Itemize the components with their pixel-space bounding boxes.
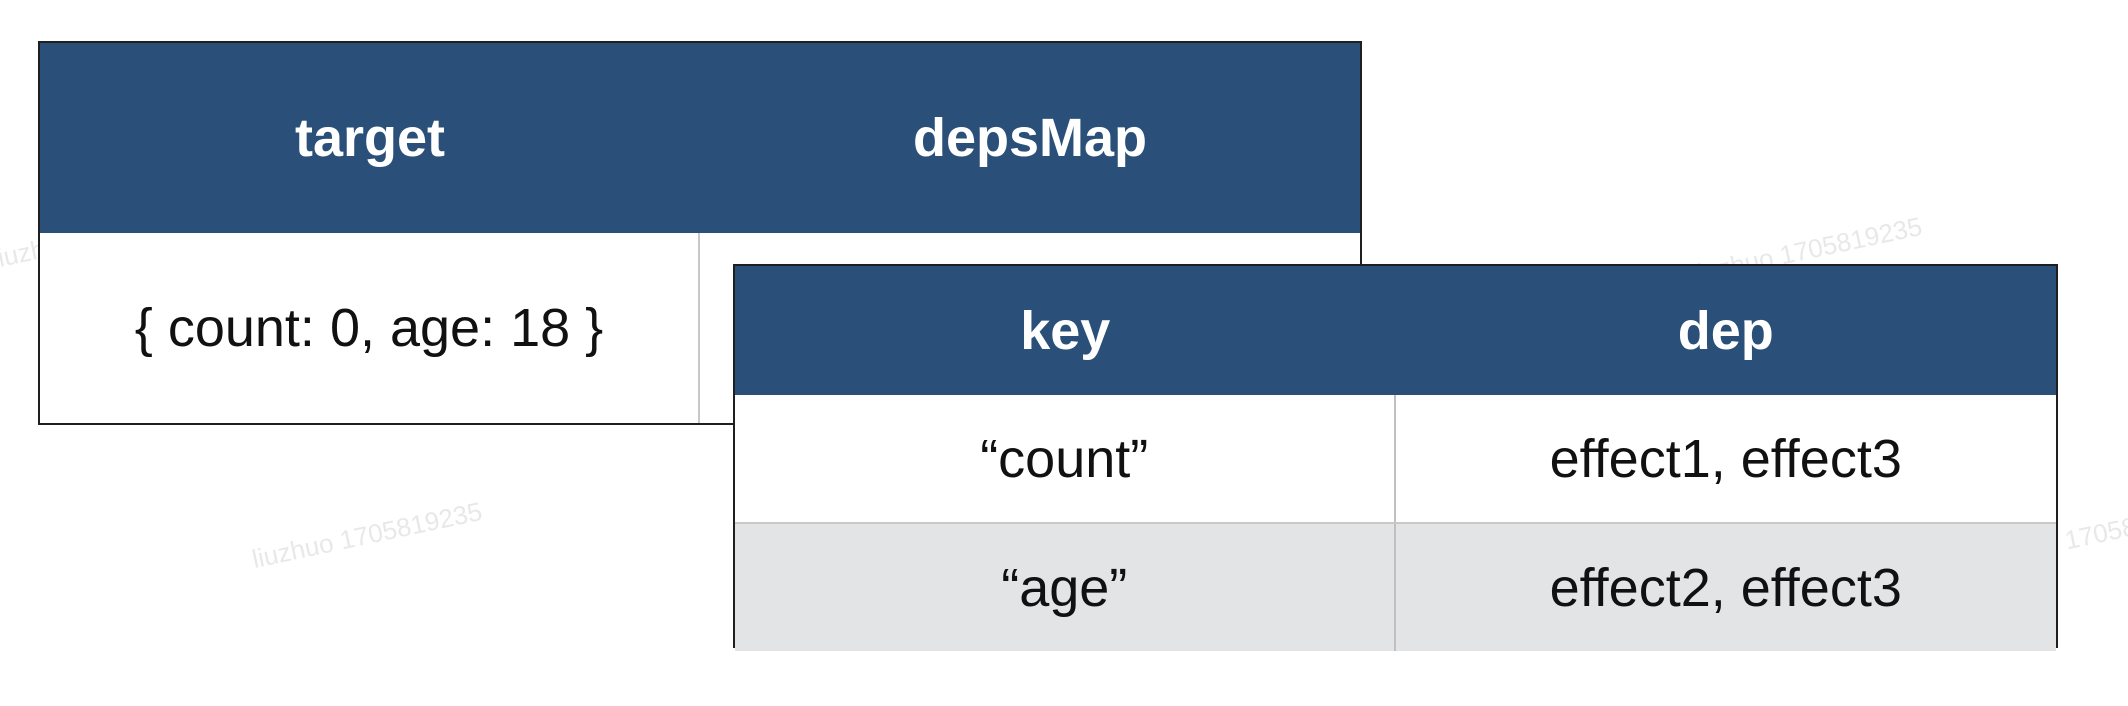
table-header: key dep xyxy=(735,266,2056,395)
table-row: { count: 0, age: 18 } xyxy=(40,233,1360,423)
table-row: “age” effect2, effect3 xyxy=(735,522,2056,651)
key-cell: “age” xyxy=(735,524,1396,651)
target-depsmap-table: target depsMap { count: 0, age: 18 } xyxy=(38,41,1362,425)
table-row: “count” effect1, effect3 xyxy=(735,395,2056,522)
header-target: target xyxy=(294,108,446,168)
header-depsmap: depsMap xyxy=(912,108,1148,168)
dep-cell: effect1, effect3 xyxy=(1549,428,1902,489)
dep-cell: effect2, effect3 xyxy=(1549,557,1902,618)
key-dep-table: key dep “count” effect1, effect3 “age” e… xyxy=(733,264,2058,651)
watermark-text: liuzhuo 1705819235 xyxy=(249,495,485,575)
table-header: target depsMap xyxy=(40,43,1360,233)
target-value-cell: { count: 0, age: 18 } xyxy=(40,233,700,423)
header-dep: dep xyxy=(1677,300,1774,361)
header-key: key xyxy=(1020,300,1111,361)
key-cell: “count” xyxy=(735,395,1396,522)
